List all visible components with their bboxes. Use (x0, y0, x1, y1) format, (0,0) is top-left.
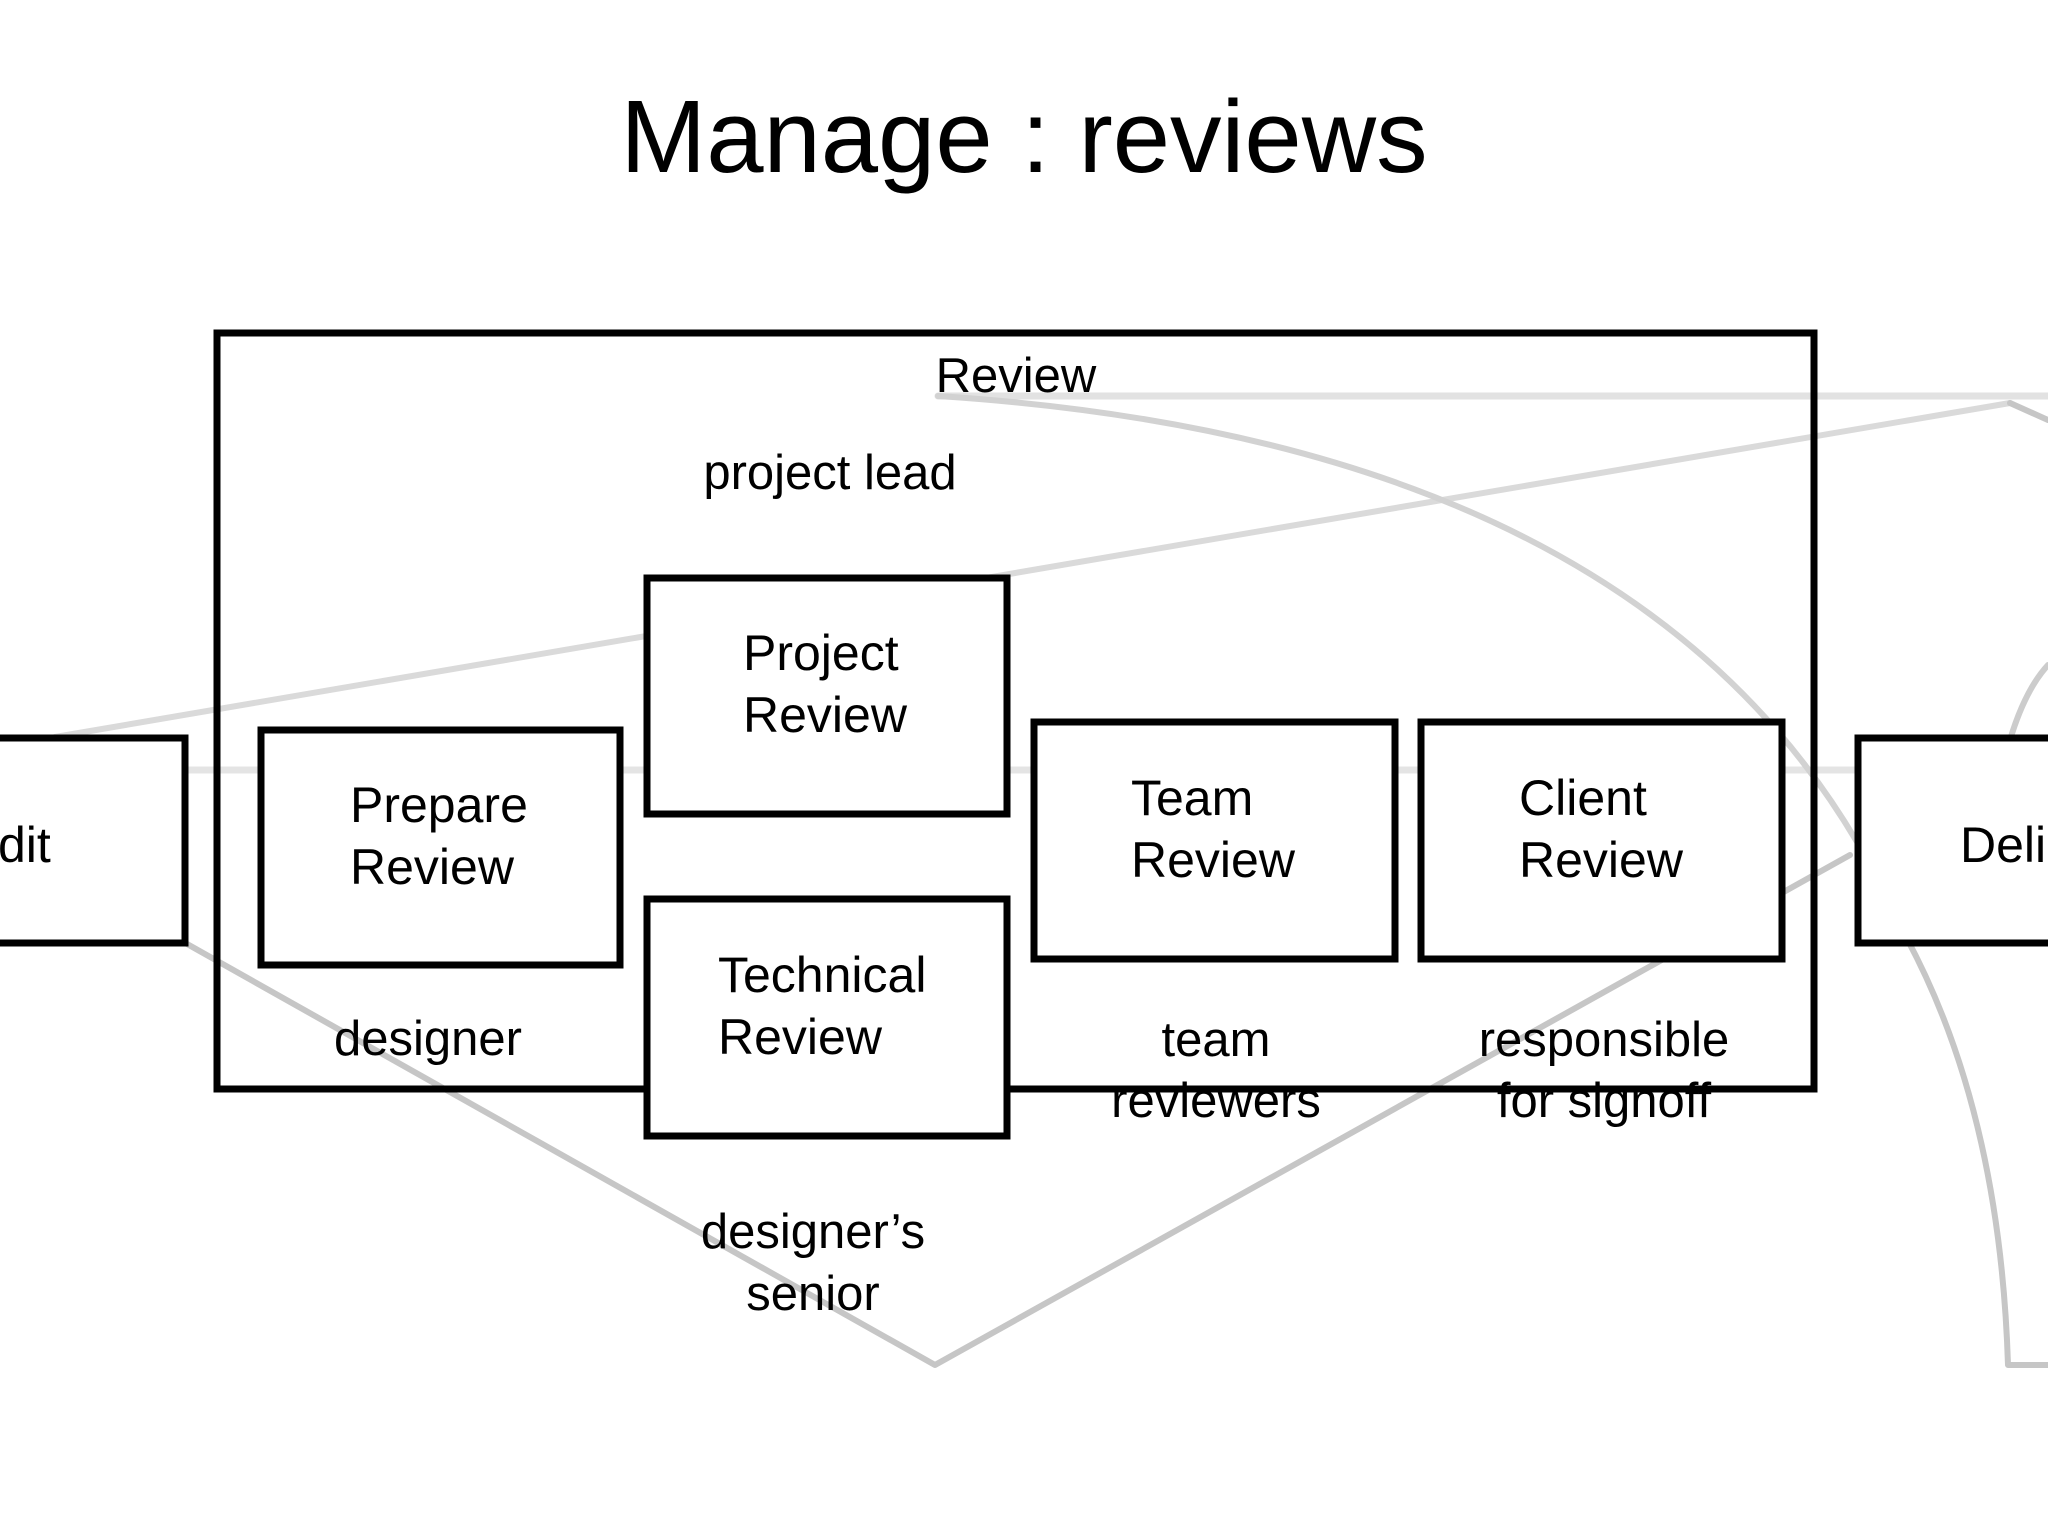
client-review-label-line-2: Review (1519, 832, 1684, 888)
client-review-role-line-1: responsible (1479, 1013, 1730, 1067)
deliver-label: Deli (1960, 817, 2046, 873)
technical-review-node[interactable]: Technical Review (643, 895, 1011, 1140)
project-review-node[interactable]: Project Review (643, 574, 1011, 818)
client-review-box[interactable] (1417, 718, 1786, 963)
team-review-box[interactable] (1030, 718, 1399, 963)
deliver-node[interactable]: Deli (1854, 734, 2048, 947)
client-review-node[interactable]: Client Review (1417, 718, 1786, 963)
prepare-review-label-line-2: Review (350, 839, 515, 895)
prepare-review-node[interactable]: Prepare Review (257, 726, 624, 969)
review-group-frame (213, 329, 1818, 1093)
prepare-review-label-line-1: Prepare (350, 777, 528, 833)
technical-review-box[interactable] (643, 895, 1011, 1140)
review-group-role: project lead (703, 446, 956, 500)
prepare-review-role: designer (334, 1012, 522, 1066)
corner-connector (2007, 400, 2048, 423)
review-group-label: Review (936, 349, 1097, 403)
team-review-label-line-1: Team (1131, 770, 1253, 826)
project-review-box[interactable] (643, 574, 1011, 818)
edit-node[interactable]: dit (0, 734, 189, 947)
deliver-outer-arc (1902, 932, 2048, 1368)
deliver-top-arc (2007, 662, 2048, 743)
client-review-role-line-2: for signoff (1497, 1074, 1712, 1128)
edit-box[interactable] (0, 734, 189, 947)
team-review-role-line-2: reviewers (1111, 1074, 1321, 1128)
team-review-node[interactable]: Team Review (1030, 718, 1399, 963)
client-review-label-line-1: Client (1519, 770, 1647, 826)
team-review-role-line-1: team (1162, 1013, 1271, 1067)
prepare-review-box[interactable] (257, 726, 624, 969)
edit-label: dit (0, 817, 51, 873)
technical-review-loop (177, 852, 1853, 1368)
edit-to-deliver-diagonal (52, 400, 2013, 740)
technical-review-label-line-2: Review (718, 1009, 883, 1065)
technical-review-role-line-1: designer’s (701, 1205, 925, 1259)
project-review-label-line-1: Project (743, 625, 899, 681)
technical-review-label-line-1: Technical (718, 947, 926, 1003)
page-title: Manage : reviews (620, 79, 1427, 194)
team-review-label-line-2: Review (1131, 832, 1296, 888)
project-review-label-line-2: Review (743, 687, 908, 743)
deliver-box[interactable] (1854, 734, 2048, 947)
technical-review-role-line-2: senior (746, 1267, 879, 1321)
